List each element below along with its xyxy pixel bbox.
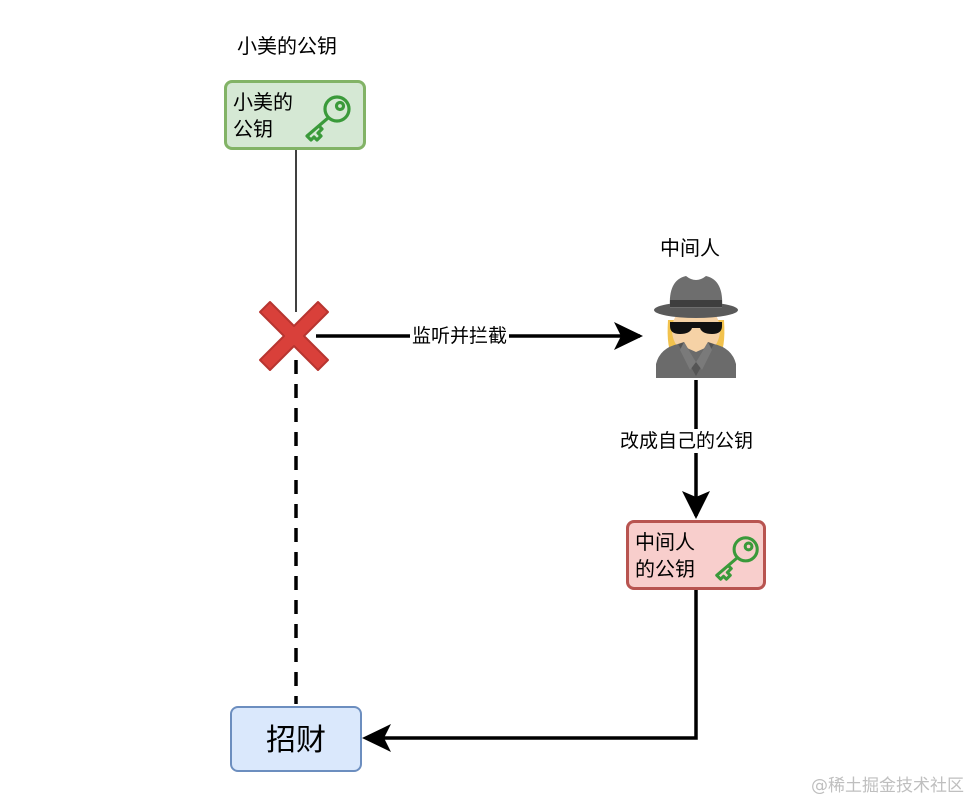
mitm-public-key-box: 中间人 的公钥 (626, 520, 766, 590)
intercept-label: 监听并拦截 (410, 324, 510, 348)
key-icon (715, 536, 759, 581)
arrow-head-icon (614, 322, 643, 350)
arrow-forward-to-destination (364, 590, 698, 743)
key-icon (305, 95, 351, 142)
mitm-key-line1: 中间人 (635, 530, 695, 554)
xiaomei-key-line1: 小美的 (233, 90, 293, 114)
xiaomei-key-title: 小美的公钥 (237, 34, 337, 58)
cross-icon (259, 301, 329, 371)
destination-label: 招财 (266, 723, 326, 758)
destination-box-zhaocai: 招财 (230, 706, 362, 772)
arrow-head-icon (682, 491, 710, 519)
xiaomei-key-text: 小美的 公钥 (233, 89, 293, 143)
mitm-key-line2: 的公钥 (635, 557, 695, 581)
spy-icon (654, 276, 738, 378)
mitm-key-text: 中间人 的公钥 (635, 529, 695, 583)
mitm-title: 中间人 (660, 236, 720, 260)
xiaomei-key-line2: 公钥 (233, 117, 273, 141)
xiaomei-public-key-box: 小美的 公钥 (224, 80, 366, 150)
watermark: @稀土掘金技术社区 (811, 776, 964, 796)
arrow-head-icon (362, 724, 391, 752)
replace-key-label: 改成自己的公钥 (618, 429, 756, 453)
